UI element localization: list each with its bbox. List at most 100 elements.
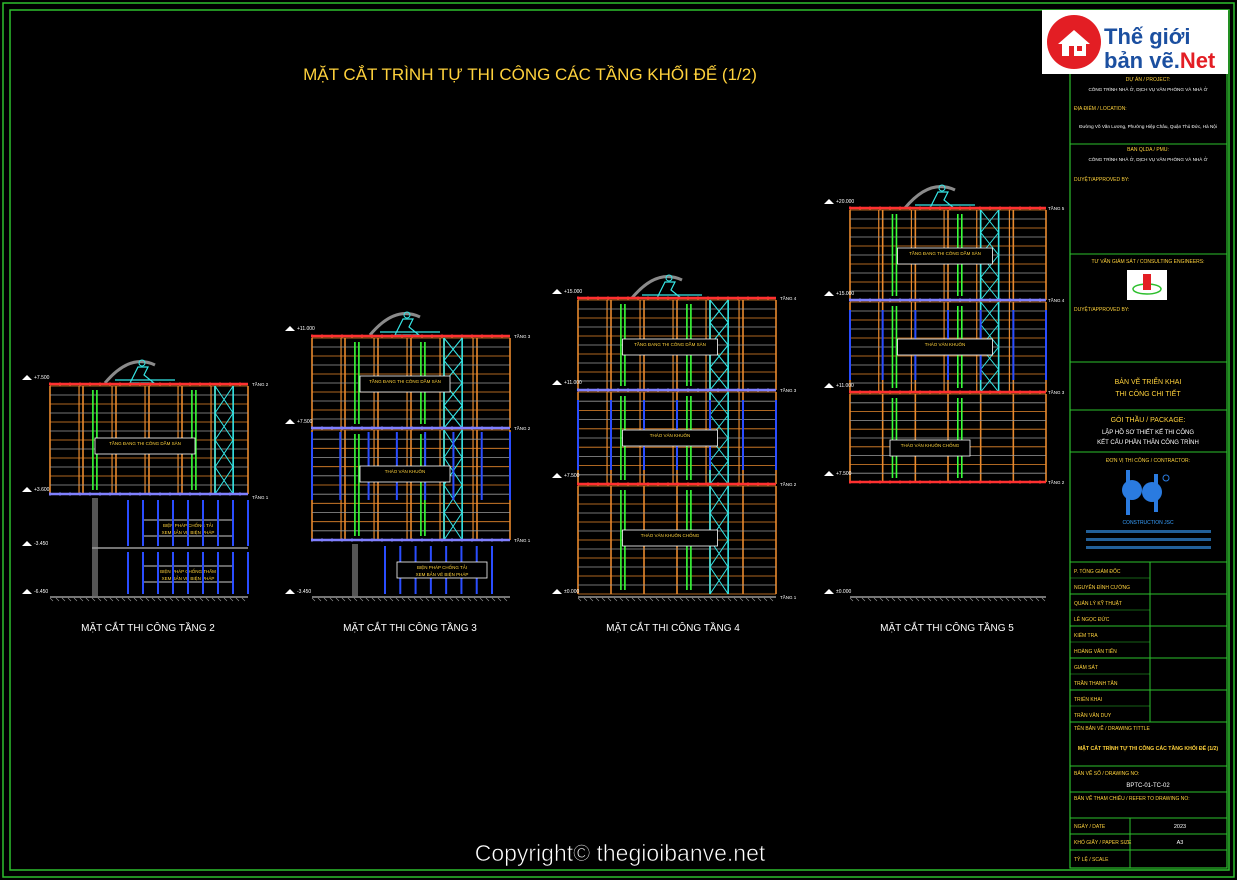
ground-hatch: [945, 597, 950, 602]
beam-mark: [1039, 206, 1041, 210]
logo-text-line1: Thế giới: [1104, 24, 1191, 49]
floor-tag: TẦNG 2: [252, 381, 269, 387]
beam-mark: [451, 334, 453, 338]
tb-scale-label: TỶ LỆ / SCALE: [1074, 855, 1109, 863]
ground-hatch: [721, 597, 726, 602]
beam-mark: [381, 334, 383, 338]
ground-hatch: [461, 597, 466, 602]
beam-mark: [391, 538, 393, 542]
ground-hatch: [491, 597, 496, 602]
beam-mark: [1039, 390, 1041, 394]
tb-package-1: LẬP HỒ SƠ THIẾT KẾ THI CÔNG: [1102, 429, 1194, 436]
level-label: +11.000: [564, 380, 582, 386]
beam-mark: [869, 298, 871, 302]
beam-mark: [899, 480, 901, 484]
beam-mark: [667, 388, 669, 392]
level-label: +7.500: [564, 473, 580, 479]
ground-hatch: [353, 597, 358, 602]
tb-role: P. TỔNG GIÁM ĐỐC: [1074, 568, 1121, 575]
beam-mark: [889, 390, 891, 394]
beam-mark: [189, 492, 191, 496]
ground-hatch: [229, 597, 234, 602]
ground-hatch: [607, 597, 612, 602]
level-marker: [824, 291, 834, 296]
beam-mark: [421, 426, 423, 430]
beam-mark: [757, 482, 759, 486]
beam-mark: [727, 482, 729, 486]
ground-hatch: [637, 597, 642, 602]
ground-hatch: [443, 597, 448, 602]
tb-role: TRIỂN KHAI: [1074, 696, 1102, 703]
ground-hatch: [667, 597, 672, 602]
logo-text-line2: bản vẽ.Net: [1104, 48, 1216, 73]
ground-hatch: [497, 597, 502, 602]
caption-floor-5: MẶT CẮT THI CÔNG TẦNG 5: [880, 621, 1014, 634]
beam-mark: [199, 382, 201, 386]
beam-mark: [1029, 298, 1031, 302]
beam-mark: [99, 382, 101, 386]
beam-mark: [321, 538, 323, 542]
note-text: THÁO VÁN KHUÔN: [650, 432, 691, 438]
level-label: +7.500: [297, 419, 313, 425]
floor-tag: TẦNG 1: [252, 494, 269, 500]
ground-hatch: [1017, 597, 1022, 602]
drawing-title: MẶT CẮT TRÌNH TỰ THI CÔNG CÁC TẦNG KHỐI …: [303, 64, 757, 84]
level-label: +15.000: [836, 291, 854, 297]
ground-hatch: [685, 597, 690, 602]
brace-diagonal: [709, 299, 729, 323]
beam-mark: [597, 482, 599, 486]
beam-mark: [747, 296, 749, 300]
brace-diagonal: [980, 301, 1000, 325]
beam-mark: [627, 482, 629, 486]
ground-hatch: [97, 597, 102, 602]
beam-mark: [209, 492, 211, 496]
ground-hatch: [909, 597, 914, 602]
beam-mark: [431, 334, 433, 338]
beam-mark: [949, 480, 951, 484]
worker-head: [938, 184, 946, 192]
brace-diagonal: [709, 539, 729, 568]
beam-mark: [431, 426, 433, 430]
beam-mark: [411, 334, 413, 338]
beam-mark: [79, 382, 81, 386]
floor-tag: TẦNG 2: [514, 425, 531, 431]
tb-project-label: DỰ ÁN / PROJECT:: [1126, 76, 1171, 83]
beam-mark: [169, 492, 171, 496]
beam-mark: [687, 482, 689, 486]
ground-hatch: [987, 597, 992, 602]
caption-floor-2: MẶT CẮT THI CÔNG TẦNG 2: [81, 621, 215, 634]
beam-mark: [617, 482, 619, 486]
beam-mark: [737, 482, 739, 486]
beam-mark: [637, 388, 639, 392]
level-label: -6.450: [34, 589, 48, 595]
beam-mark: [939, 298, 941, 302]
level-label: +15.000: [564, 289, 582, 295]
ground-hatch: [157, 597, 162, 602]
beam-mark: [849, 480, 851, 484]
note-box: [396, 561, 488, 579]
beam-mark: [607, 388, 609, 392]
worker-figure: [929, 191, 956, 209]
ground-hatch: [897, 597, 902, 602]
beam-mark: [939, 390, 941, 394]
tb-package-label: GÓI THẦU / PACKAGE:: [1111, 414, 1186, 424]
note-box: [359, 375, 451, 393]
beam-mark: [617, 388, 619, 392]
level-label: -3.450: [34, 541, 48, 547]
note-box: [359, 465, 451, 483]
beam-mark: [119, 382, 121, 386]
beam-mark: [451, 426, 453, 430]
beam-mark: [441, 538, 443, 542]
beam-mark: [209, 382, 211, 386]
ground-hatch: [49, 597, 54, 602]
ground-hatch: [329, 597, 334, 602]
tb-name: NGUYỄN ĐÌNH CƯỜNG: [1074, 584, 1130, 591]
beam-mark: [331, 334, 333, 338]
ground-hatch: [241, 597, 246, 602]
beam-mark: [979, 480, 981, 484]
brace-diagonal: [214, 439, 234, 468]
ground-hatch: [691, 597, 696, 602]
tb-location: Đường Võ Văn Lương, Phường Hiệp Châu, Qu…: [1079, 123, 1217, 129]
